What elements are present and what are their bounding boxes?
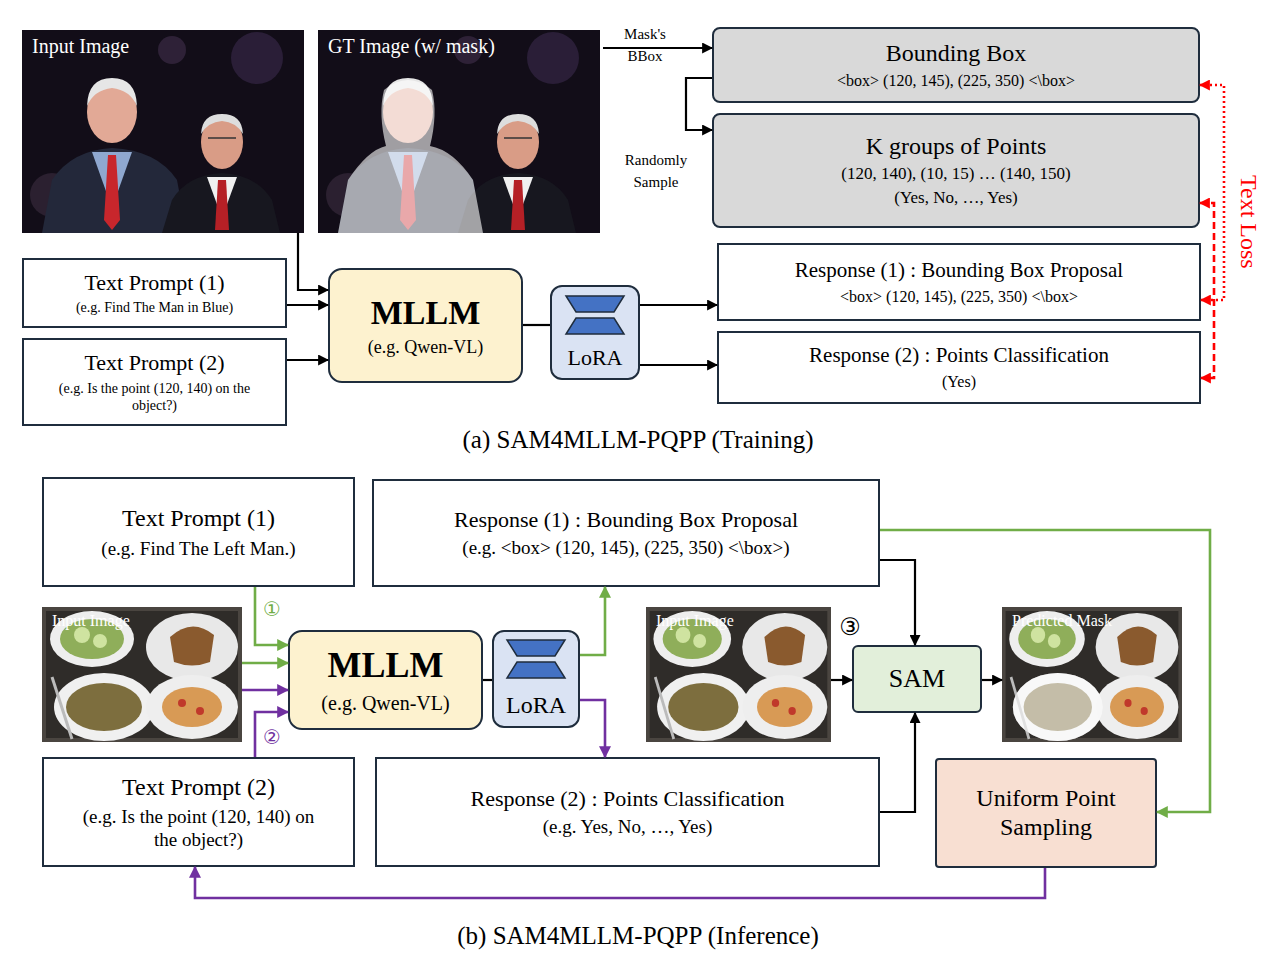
box-detail: (e.g. <box> (120, 145), (225, 350) <\box…	[462, 536, 789, 559]
image-panel: GT Image (w/ mask)	[318, 30, 603, 233]
mask-photo	[1002, 607, 1182, 742]
image-panel: Input Image	[646, 607, 831, 742]
gt-mask-overlay	[338, 80, 483, 233]
image-caption: Input Image	[656, 611, 734, 631]
box-detail: (e.g. Yes, No, …, Yes)	[543, 815, 712, 838]
flow-arrow	[982, 679, 1002, 681]
flow-arrow	[880, 560, 915, 645]
box-detail: <box> (120, 145), (225, 350) <\box>	[837, 71, 1075, 91]
box-title: Response (1) : Bounding Box Proposal	[454, 507, 798, 534]
input-photo	[22, 30, 304, 233]
flow-arrow	[298, 233, 328, 290]
food-photo	[42, 607, 242, 742]
response-box: Response (2) : Points Classification (Yes…	[717, 331, 1201, 404]
step-number: ③	[835, 612, 865, 643]
box-title: K groups of Points	[866, 132, 1047, 161]
flow-arrow	[880, 530, 1210, 812]
image-caption: GT Image (w/ mask)	[328, 34, 495, 58]
target-box: K groups of Points (120, 140), (10, 15) ……	[712, 113, 1200, 228]
box-title: LoRA	[506, 691, 566, 720]
food-photo	[646, 607, 831, 742]
flow-arrow	[580, 587, 605, 655]
flow-arrow	[640, 304, 717, 306]
flow-arrow	[640, 364, 717, 366]
flow-arrow	[287, 359, 328, 361]
loss-connector	[1200, 203, 1214, 378]
box-title: Uniform Point Sampling	[946, 784, 1146, 843]
box-detail: (e.g. Qwen-VL)	[368, 337, 483, 359]
box-title: Response (2) : Points Classification	[809, 343, 1109, 369]
adapter-box: LoRA	[492, 630, 580, 728]
prompt-box: Text Prompt (2) (e.g. Is the point (120, …	[22, 338, 287, 426]
flow-arrow	[686, 78, 712, 130]
box-title: LoRA	[568, 345, 623, 372]
step-number: ②	[259, 724, 285, 750]
model-box: MLLM (e.g. Qwen-VL)	[288, 630, 483, 730]
subfigure-caption: (a) SAM4MLLM-PQPP (Training)	[0, 424, 1276, 457]
model-box: MLLM (e.g. Qwen-VL)	[328, 268, 523, 383]
flow-arrow	[523, 324, 550, 326]
flow-arrow	[255, 587, 288, 645]
box-title: MLLM	[371, 292, 481, 333]
flow-arrow	[242, 689, 288, 692]
response-box: Response (1) : Bounding Box Proposal <box…	[717, 243, 1201, 321]
box-detail: (e.g. Is the point (120, 140) on the obj…	[55, 380, 255, 414]
box-title: Text Prompt (1)	[122, 504, 275, 533]
step-number: ①	[259, 596, 285, 622]
flow-arrow	[831, 679, 852, 681]
flow-arrow	[483, 679, 492, 681]
sam-box: SAM	[852, 645, 982, 713]
box-title: Text Prompt (2)	[84, 350, 224, 377]
sampling-box: Uniform Point Sampling	[935, 758, 1157, 868]
box-detail: (Yes)	[942, 372, 976, 392]
flow-arrow	[255, 712, 288, 757]
flow-arrow	[242, 662, 288, 665]
box-detail: (120, 140), (10, 15) … (140, 150)	[841, 164, 1070, 185]
prompt-box: Text Prompt (1) (e.g. Find The Man in Blu…	[22, 258, 287, 328]
flow-arrow	[195, 867, 1045, 898]
subfigure-caption: (b) SAM4MLLM-PQPP (Inference)	[0, 920, 1276, 953]
box-title: Response (2) : Points Classification	[470, 786, 784, 813]
image-caption: Predicted Mask	[1012, 611, 1112, 631]
prompt-box: Text Prompt (2) (e.g. Is the point (120, …	[42, 757, 355, 867]
box-title: Text Prompt (1)	[84, 270, 224, 297]
box-detail: (e.g. Is the point (120, 140) on the obj…	[74, 805, 324, 851]
loss-connector	[1200, 85, 1224, 300]
flow-arrow	[880, 713, 915, 812]
image-caption: Input Image	[52, 611, 130, 631]
box-title: Text Prompt (2)	[122, 773, 275, 802]
target-box: Bounding Box <box> (120, 145), (225, 350)…	[712, 27, 1200, 103]
prompt-box: Text Prompt (1) (e.g. Find The Left Man.)	[42, 477, 355, 587]
box-detail: <box> (120, 145), (225, 350) <\box>	[840, 287, 1078, 307]
flow-arrow	[580, 700, 605, 757]
lora-icon	[566, 296, 624, 334]
box-title: MLLM	[328, 644, 444, 688]
image-panel: Input Image	[42, 607, 242, 742]
response-box: Response (1) : Bounding Box Proposal(e.g…	[372, 479, 880, 587]
lora-icon	[507, 640, 565, 678]
gt-photo	[318, 30, 600, 233]
box-detail: (e.g. Find The Man in Blue)	[76, 299, 233, 316]
image-panel: Predicted Mask	[1002, 607, 1182, 742]
loss-label: Text Loss	[1230, 175, 1264, 269]
box-detail: (e.g. Find The Left Man.)	[101, 537, 295, 560]
image-caption: Input Image	[32, 34, 129, 58]
image-panel: Input Image	[22, 30, 304, 233]
edge-label: Randomly Sample	[610, 150, 702, 194]
adapter-box: LoRA	[550, 285, 640, 380]
box-title: Bounding Box	[886, 39, 1027, 68]
response-box: Response (2) : Points Classification(e.g…	[375, 757, 880, 867]
box-title: SAM	[889, 663, 945, 695]
box-detail: (Yes, No, …, Yes)	[894, 188, 1017, 209]
box-title: Response (1) : Bounding Box Proposal	[795, 258, 1123, 284]
flow-arrow	[287, 304, 328, 306]
edge-label: Mask's BBox	[612, 24, 678, 68]
box-detail: (e.g. Qwen-VL)	[321, 691, 449, 715]
